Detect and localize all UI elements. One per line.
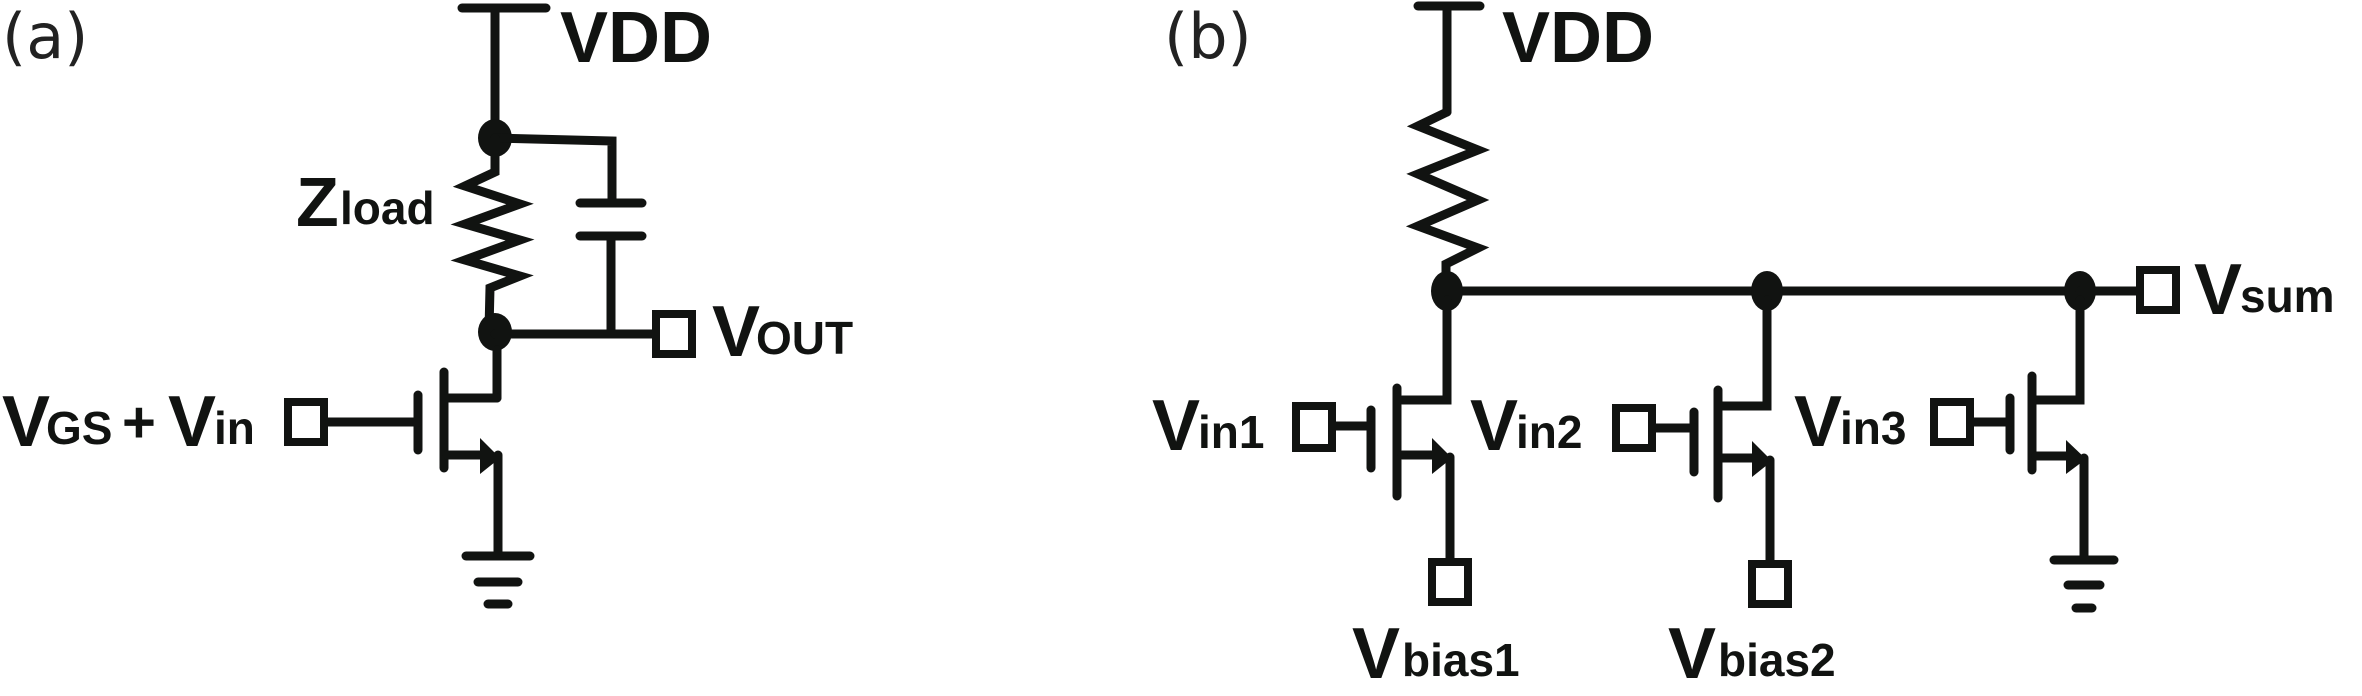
vsum-pin[interactable] — [2136, 266, 2180, 314]
nmos-transistor-1-icon — [1366, 295, 1455, 565]
vin2-label: V in2 — [1470, 386, 1582, 466]
svg-text:Z: Z — [296, 163, 339, 241]
svg-text:V: V — [1352, 614, 1400, 694]
load-resistor-icon — [450, 133, 535, 335]
ground-icon-b — [2049, 555, 2119, 613]
svg-text:in: in — [214, 402, 255, 454]
svg-text:GS: GS — [46, 402, 112, 454]
nmos-transistor-3-icon — [2005, 295, 2089, 561]
panel-a: (a) VDD Z load V OUT — [2, 0, 853, 609]
svg-text:V: V — [712, 292, 760, 372]
vin-pin-a[interactable] — [284, 398, 328, 446]
node-sum-2 — [1751, 271, 1783, 311]
vdd-supply-a: VDD — [457, 0, 712, 143]
svg-text:+: + — [122, 390, 156, 455]
panel-b-label: (b) — [1164, 0, 1252, 73]
vout-label: V OUT — [712, 292, 853, 372]
svg-text:OUT: OUT — [756, 312, 853, 364]
load-capacitor-icon — [575, 198, 647, 241]
panel-b: (b) VDD V sum V — [1152, 0, 2335, 694]
ground-icon-a — [461, 551, 535, 609]
load-resistor-b-icon — [1405, 107, 1491, 295]
vin3-label: V in3 — [1794, 382, 1906, 462]
svg-text:V: V — [1794, 382, 1842, 462]
zload-label: Z load — [296, 163, 435, 241]
svg-text:bias1: bias1 — [1402, 634, 1520, 686]
svg-text:bias2: bias2 — [1718, 634, 1836, 686]
nmos-transistor-icon — [413, 345, 503, 560]
svg-text:in2: in2 — [1516, 406, 1582, 458]
svg-text:load: load — [340, 182, 435, 234]
vbias1-pin[interactable] — [1428, 558, 1472, 606]
vin1-pin[interactable] — [1292, 402, 1336, 452]
svg-text:V: V — [2194, 250, 2242, 330]
vin3-pin[interactable] — [1930, 398, 1974, 446]
vbias2-label: V bias2 — [1668, 614, 1836, 694]
cap-top-wire — [490, 133, 617, 205]
vin2-pin[interactable] — [1612, 404, 1656, 452]
vbias2-pin[interactable] — [1748, 560, 1792, 608]
vdd-label-a: VDD — [560, 0, 712, 78]
vin1-label: V in1 — [1152, 386, 1264, 466]
panel-a-label: (a) — [2, 0, 88, 73]
node-sum-1 — [1431, 271, 1463, 311]
svg-text:in1: in1 — [1198, 406, 1264, 458]
vout-pin[interactable] — [652, 310, 696, 358]
svg-text:V: V — [1470, 386, 1518, 466]
vdd-supply-b: VDD — [1413, 0, 1654, 117]
svg-text:V: V — [2, 382, 50, 462]
svg-text:V: V — [1668, 614, 1716, 694]
svg-text:V: V — [168, 382, 216, 462]
svg-text:V: V — [1152, 386, 1200, 466]
vsum-label: V sum — [2194, 250, 2335, 330]
nmos-transistor-2-icon — [1689, 295, 1775, 567]
svg-text:sum: sum — [2240, 270, 2335, 322]
svg-text:in3: in3 — [1840, 402, 1906, 454]
vgs-vin-label: V GS + V in — [2, 382, 255, 462]
vbias1-label: V bias1 — [1352, 614, 1520, 694]
vdd-label-b: VDD — [1502, 0, 1654, 78]
